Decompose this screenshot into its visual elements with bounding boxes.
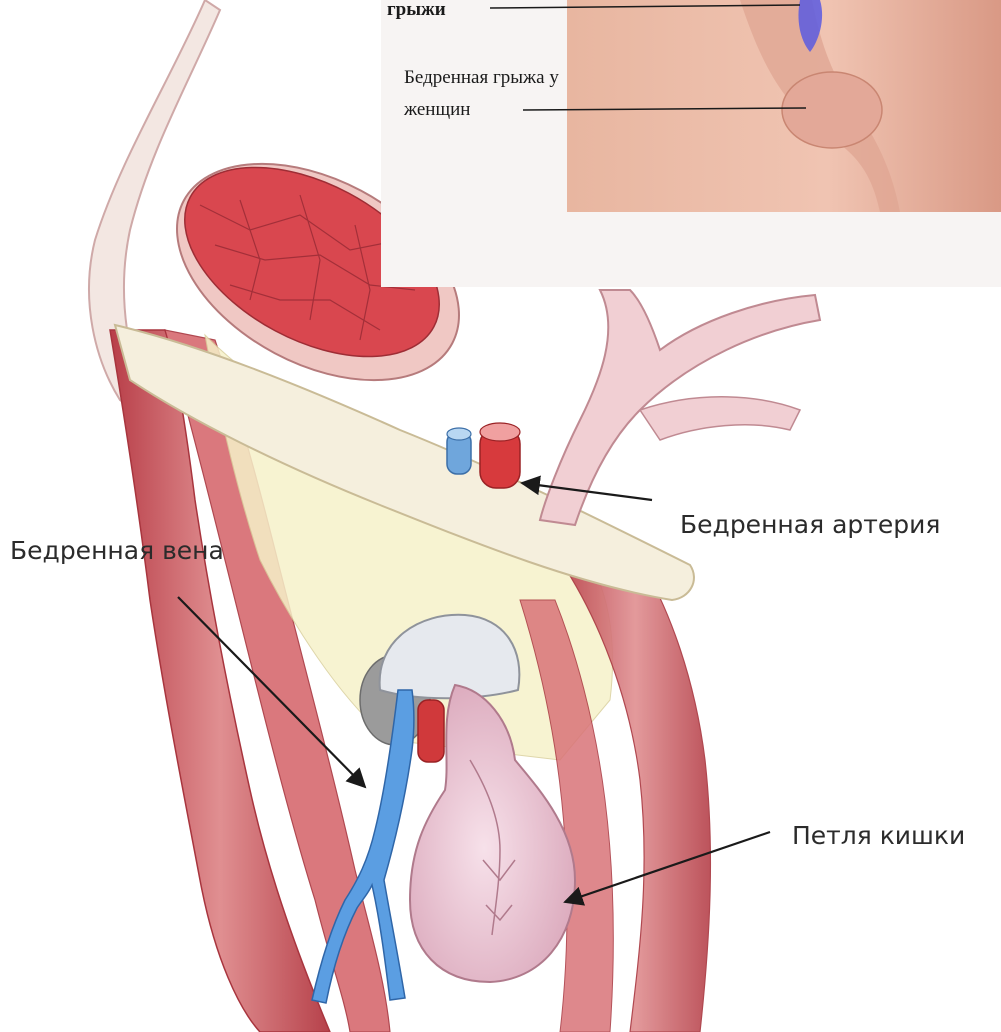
inset-label-top: грыжи [387,0,446,19]
inset-panel [381,0,1001,287]
inset-label-female-hernia-line2: женщин [404,100,470,119]
femoral-artery-upper [480,423,520,488]
femoral-vein-upper [447,428,471,474]
label-femoral-vein: Бедренная вена [10,538,224,563]
femoral-artery-lower [418,700,444,762]
label-femoral-artery: Бедренная артерия [680,512,940,537]
cord-branch [640,397,800,440]
inset-hernia-bulge [782,72,882,148]
inset-label-female-hernia-line1: Бедренная грыжа у [404,68,559,87]
label-bowel-loop: Петля кишки [792,823,965,848]
